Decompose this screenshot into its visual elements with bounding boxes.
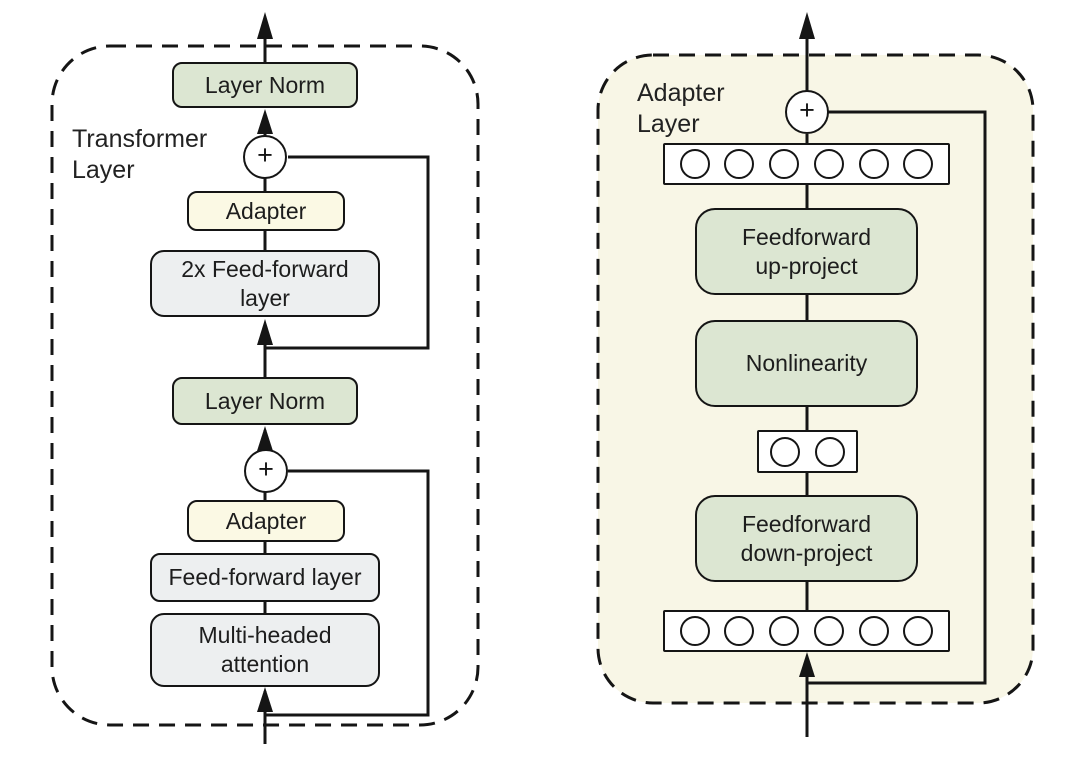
adapter-residual-add-node: + bbox=[785, 90, 829, 134]
right-arrowheads bbox=[799, 12, 815, 677]
feature-vector-top bbox=[663, 143, 950, 185]
feedforward-down-project-box: Feedforward down-project bbox=[695, 495, 918, 582]
residual-add-bottom-node: + bbox=[244, 449, 288, 493]
vector-dot bbox=[724, 616, 755, 646]
feature-vector-bottom bbox=[663, 610, 950, 652]
multi-headed-attention-box: Multi-headed attention bbox=[150, 613, 380, 687]
vector-dot bbox=[858, 616, 889, 646]
left-arrowheads bbox=[257, 12, 273, 712]
feedforward-layer-box: Feed-forward layer bbox=[150, 553, 380, 602]
vector-dot bbox=[724, 149, 755, 179]
nonlinearity-box: Nonlinearity bbox=[695, 320, 918, 407]
vector-dot bbox=[903, 149, 934, 179]
vector-dot bbox=[769, 149, 800, 179]
vector-dot bbox=[815, 436, 845, 467]
vector-dot bbox=[769, 616, 800, 646]
adapter-top-box: Adapter bbox=[187, 191, 345, 231]
adapter-layer-label: Adapter Layer bbox=[637, 79, 725, 138]
adapter-bottom-box: Adapter bbox=[187, 500, 345, 542]
vector-dot bbox=[903, 616, 934, 646]
layer-norm-mid-box: Layer Norm bbox=[172, 377, 358, 425]
vector-dot bbox=[679, 149, 710, 179]
feedforward-2x-box: 2x Feed-forward layer bbox=[150, 250, 380, 317]
vector-dot bbox=[858, 149, 889, 179]
vector-dot bbox=[679, 616, 710, 646]
feedforward-up-project-box: Feedforward up-project bbox=[695, 208, 918, 295]
bottleneck-vector bbox=[757, 430, 858, 473]
vector-dot bbox=[813, 616, 844, 646]
right-connectors bbox=[805, 37, 987, 737]
layer-norm-top-box: Layer Norm bbox=[172, 62, 358, 108]
residual-add-top-node: + bbox=[243, 135, 287, 179]
transformer-layer-label: Transformer Layer bbox=[72, 125, 208, 184]
vector-dot bbox=[813, 149, 844, 179]
vector-dot bbox=[770, 436, 800, 467]
